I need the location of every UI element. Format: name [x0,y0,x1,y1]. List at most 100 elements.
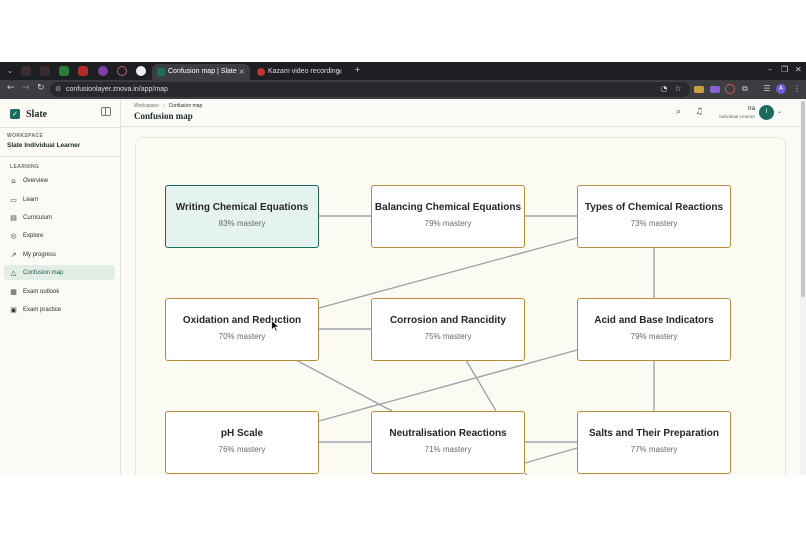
map-edges [295,215,655,475]
sidebar-item-exam-practice[interactable]: ▣ Exam practice [4,302,115,317]
close-tab-icon[interactable]: × [336,67,343,76]
warning-icon: △ [10,268,17,277]
map-edge [295,359,393,412]
workspace-label: WORKSPACE [7,133,44,139]
extension-icon[interactable] [710,86,720,93]
app: ✓ Slate WORKSPACE Slate Individual Learn… [0,99,806,475]
compass-icon: ◎ [10,231,17,240]
sidebar-item-explore[interactable]: ◎ Explore [4,228,115,243]
confusion-map-canvas[interactable]: Writing Chemical Equations 83% mastery B… [135,137,786,475]
topic-title: Salts and Their Preparation [588,428,720,439]
sidebar-item-curriculum[interactable]: ▤ Curriculum [4,210,115,225]
sidebar-item-label: Exam practice [23,306,62,313]
tab-confusion-map[interactable]: Confusion map | Slate × [152,64,250,80]
topic-node-balancing-chemical-equations[interactable]: Balancing Chemical Equations 79% mastery [371,185,525,248]
sidebar-item-label: Exam outlook [23,288,60,295]
github-icon[interactable] [136,66,146,76]
map-edge [318,237,578,309]
minimize-icon[interactable]: – [768,65,772,74]
user-name: Ira [747,106,755,112]
topic-mastery: 77% mastery [630,445,678,454]
close-window-icon[interactable]: ✕ [795,65,802,74]
new-tab-button[interactable]: + [354,65,361,74]
close-tab-icon[interactable]: × [238,67,245,76]
topic-node-neutralisation-reactions[interactable]: Neutralisation Reactions 71% mastery [371,411,525,474]
topic-node-acid-and-base-indicators[interactable]: Acid and Base Indicators 79% mastery [577,298,731,361]
url-field[interactable]: ⚙ confusionlayer.znova.in/app/map [50,82,690,97]
topic-mastery: 70% mastery [218,332,266,341]
sidebar-item-label: Curriculum [23,214,53,221]
topic-mastery: 83% mastery [218,219,266,228]
sidebar-item-learn[interactable]: ▭ Learn [4,192,115,207]
restore-icon[interactable]: ❐ [781,65,789,74]
sidebar-item-exam-outlook[interactable]: ▦ Exam outlook [4,284,115,299]
sidebar-item-label: Overview [23,177,49,184]
topic-node-salts-and-their-preparation[interactable]: Salts and Their Preparation 77% mastery [577,411,731,474]
page-title: Confusion map [134,111,193,121]
tab-kazam[interactable]: Kazam video recording × [252,64,348,80]
tab-search-icon[interactable]: ⌄ [6,66,14,75]
collapse-sidebar-icon[interactable] [101,107,111,116]
topic-mastery: 76% mastery [218,445,266,454]
divider [0,156,120,157]
browser-window: ⌄ Confusion map | Slate × Kazam video re… [0,62,806,475]
forward-icon[interactable]: → [22,83,30,93]
profile-avatar-icon[interactable]: A [776,84,786,94]
book-icon: ▭ [10,195,17,204]
chevron-down-icon[interactable]: ⌄ [777,108,783,115]
site-info-icon[interactable]: ⚙ [55,85,62,93]
sidebar-item-confusion-map[interactable]: △ Confusion map [4,265,115,280]
topic-node-types-of-chemical-reactions[interactable]: Types of Chemical Reactions 73% mastery [577,185,731,248]
bell-icon[interactable]: ♫ [695,107,704,117]
topic-mastery: 79% mastery [630,332,678,341]
tab-strip: ⌄ Confusion map | Slate × Kazam video re… [0,62,806,80]
slate-favicon-icon [157,68,165,76]
extension-icon[interactable] [725,84,735,94]
home-icon: ⌂ [11,176,16,185]
search-icon[interactable]: ⌕ [676,107,682,117]
pinned-tab-icon[interactable] [40,66,50,76]
breadcrumb-workspace[interactable]: Workspace [134,103,159,109]
map-edge [318,349,578,422]
scrollbar-thumb[interactable] [801,101,805,297]
section-label: LEARNING [10,164,40,170]
sidebar-item-overview[interactable]: ⌂ Overview [4,173,115,188]
topic-title: Oxidation and Reduction [182,315,302,326]
topic-node-writing-chemical-equations[interactable]: Writing Chemical Equations 83% mastery [165,185,319,248]
pinned-tab-icon[interactable] [78,66,88,76]
topic-mastery: 79% mastery [424,219,472,228]
workspace-name[interactable]: Slate Individual Learner [7,142,81,149]
sidebar-item-label: My progress [23,251,57,258]
topic-node-corrosion-and-rancidity[interactable]: Corrosion and Rancidity 75% mastery [371,298,525,361]
screen-margin-bottom [0,475,806,537]
incognito-icon[interactable]: ◔ [660,84,668,93]
mouse-cursor-icon [271,320,280,332]
back-icon[interactable]: ← [7,83,15,93]
pinned-tab-icon[interactable] [98,66,108,76]
pinned-tab-icon[interactable] [117,66,127,76]
topic-mastery: 73% mastery [630,219,678,228]
tab-title: Kazam video recording [268,68,340,75]
bookmark-star-icon[interactable]: ☆ [674,84,682,93]
avatar[interactable]: I [759,105,774,120]
topic-title: Writing Chemical Equations [175,202,309,213]
sidebar-item-my-progress[interactable]: ↗ My progress [4,247,115,262]
brand[interactable]: ✓ Slate [10,107,47,121]
sidebar-item-label: Confusion map [23,269,64,276]
reading-list-icon[interactable]: ☰ [763,84,771,93]
topic-node-ph-scale[interactable]: pH Scale 76% mastery [165,411,319,474]
topic-title: Neutralisation Reactions [389,428,507,439]
page-scrollbar[interactable] [800,99,806,475]
topic-mastery: 75% mastery [424,332,472,341]
topic-node-oxidation-and-reduction[interactable]: Oxidation and Reduction 70% mastery [165,298,319,361]
extensions-puzzle-icon[interactable]: ⧉ [742,84,748,93]
page-header: Workspace›Confusion map Confusion map ⌕ … [121,99,806,127]
reload-icon[interactable]: ↻ [37,83,45,93]
pinned-tab-icon[interactable] [59,66,69,76]
pinned-tab-icon[interactable] [21,66,31,76]
browser-menu-icon[interactable]: ⋮ [793,84,801,93]
topic-title: Types of Chemical Reactions [584,202,724,213]
topic-mastery: 71% mastery [424,445,472,454]
divider [0,127,120,128]
extension-icon[interactable] [694,86,704,93]
